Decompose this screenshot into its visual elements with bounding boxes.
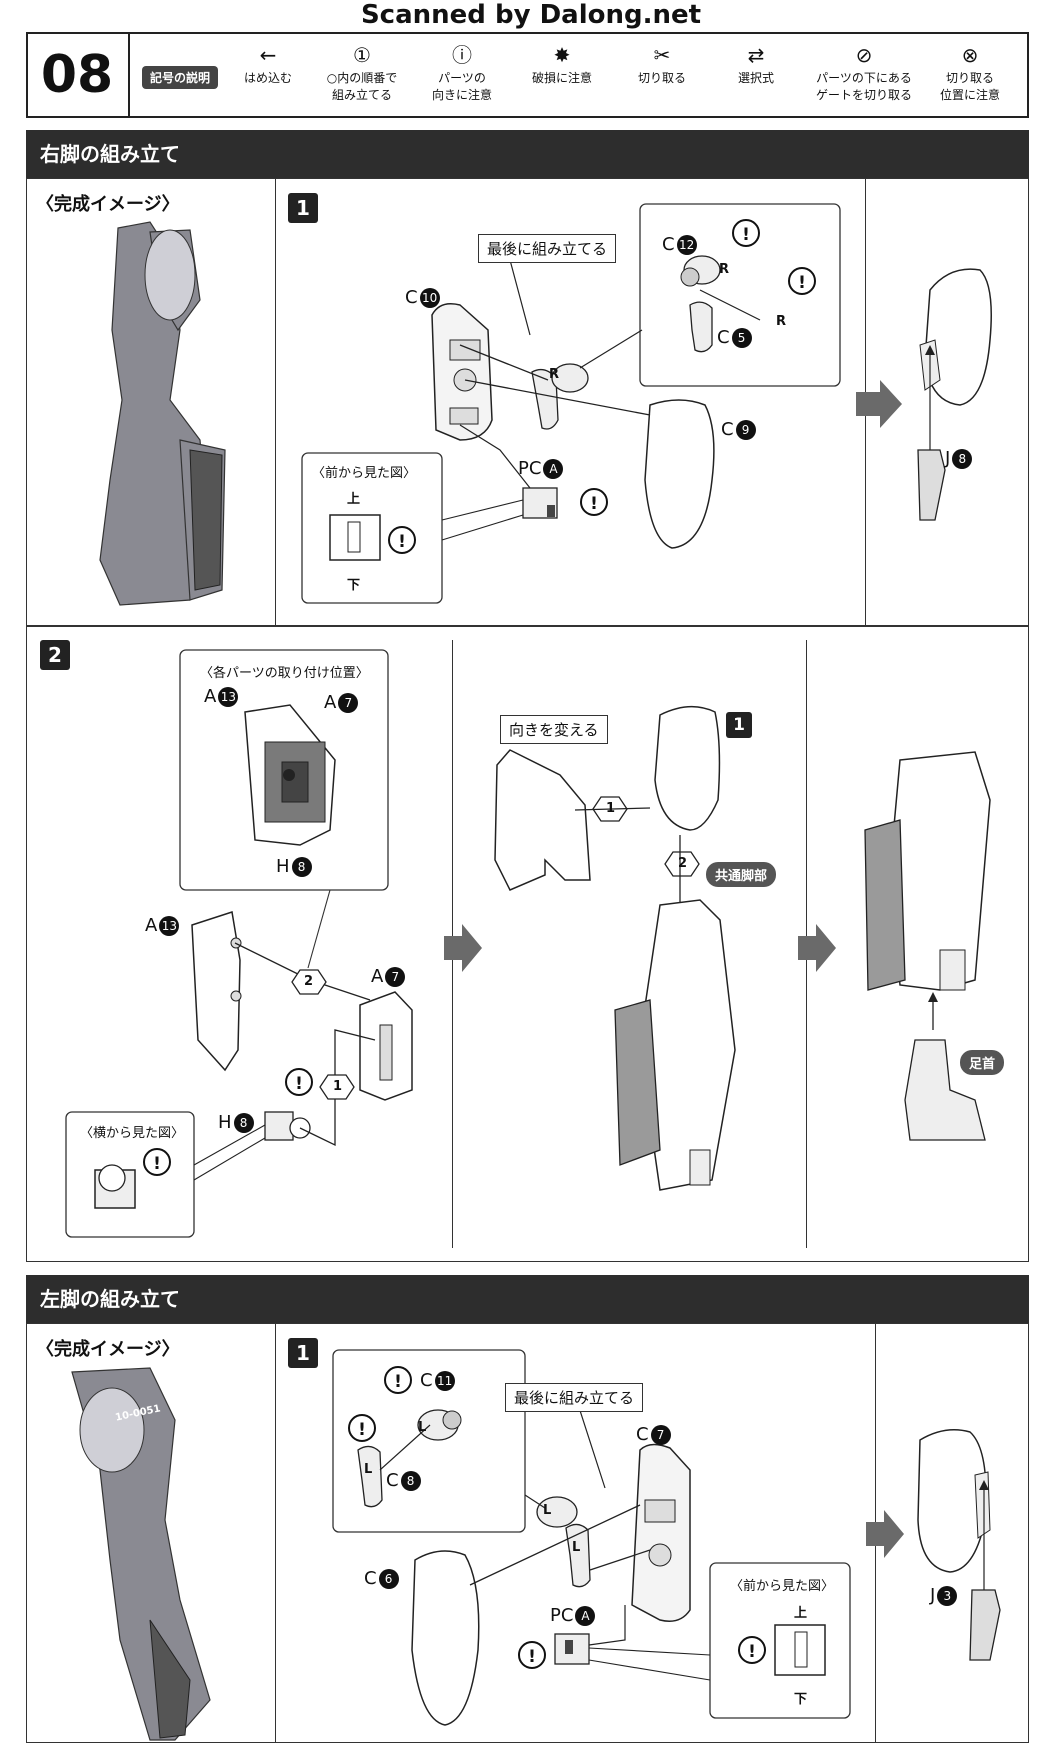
svg-text:!: !	[528, 1647, 536, 1667]
svg-text:!: !	[798, 273, 806, 293]
step-badge: 1	[288, 193, 318, 223]
legend-item-orientation: ⓘ パーツの 向きに注意	[412, 40, 512, 104]
callout-turn-around: 向きを変える	[500, 715, 608, 744]
part-stamp: R	[719, 262, 730, 277]
complete-image-label: 〈完成イメージ〉	[36, 1339, 180, 1360]
svg-text:!: !	[394, 1372, 402, 1392]
svg-text:!: !	[398, 532, 406, 552]
circled-number-icon: ①	[353, 43, 371, 67]
step-ref-badge: 1	[726, 712, 752, 738]
legend-item-cut: ✂ 切り取る	[612, 40, 712, 87]
svg-text:!: !	[590, 494, 598, 514]
legend-title: 記号の説明	[142, 66, 219, 89]
callout-assemble-last: 最後に組み立てる	[478, 234, 617, 263]
front-view-bottom: 下	[347, 578, 361, 593]
front-view-title: 〈前から見た図〉	[730, 1579, 835, 1594]
order-number: 1	[333, 1079, 343, 1094]
order-number: 1	[606, 801, 616, 816]
legend-item-gate: ⊘ パーツの下にある ゲートを切り取る	[805, 40, 923, 104]
order-number: 2	[304, 974, 314, 989]
positions-title: 〈各パーツの取り付け位置〉	[200, 666, 369, 681]
legend-item-cut-position: ⊗ 切り取る 位置に注意	[920, 40, 1020, 104]
svg-text:!: !	[748, 1642, 756, 1662]
svg-text:!: !	[358, 1420, 366, 1440]
front-view-top: 上	[794, 1606, 808, 1621]
part-stamp: L	[543, 1503, 552, 1518]
legend-item-breakage: ✸ 破損に注意	[512, 40, 612, 87]
divider	[275, 1323, 276, 1743]
divider	[275, 178, 276, 626]
legend-bar	[26, 32, 1029, 118]
front-view-bottom: 下	[794, 1692, 808, 1707]
part-stamp: R	[776, 314, 787, 329]
select-arrows-icon: ⇄	[747, 43, 765, 67]
svg-text:!: !	[742, 225, 750, 245]
right-step1-panel	[26, 178, 1029, 626]
tag-ankle: 足首	[960, 1050, 1005, 1075]
scan-credit: Scanned by Dalong.net	[360, 0, 702, 30]
right-step2-panel	[26, 626, 1029, 1262]
part-stamp: L	[572, 1540, 581, 1555]
front-view-top: 上	[347, 492, 361, 507]
step-number: 08	[26, 32, 130, 118]
cutter-icon: ✂	[653, 43, 671, 67]
legend-item-order: ① ○内の順番で 組み立てる	[312, 40, 412, 104]
section-header-right-leg: 右脚の組み立て	[26, 130, 1029, 178]
exclamation-icon: ⓘ	[452, 43, 472, 67]
order-number: 2	[678, 856, 688, 871]
legend-item-select: ⇄ 選択式	[706, 40, 806, 87]
legend-item-snap: ← はめ込む	[218, 40, 318, 87]
gate-cut-icon: ⊘	[855, 43, 873, 67]
cut-position-icon: ⊗	[961, 43, 979, 67]
part-stamp: L	[364, 1462, 373, 1477]
arrow-left-icon: ←	[259, 43, 277, 67]
step-badge: 1	[288, 1338, 318, 1368]
part-stamp: R	[549, 367, 560, 382]
tag-common-leg: 共通脚部	[706, 862, 777, 887]
svg-text:!: !	[295, 1074, 303, 1094]
breakage-icon: ✸	[553, 43, 571, 67]
complete-image-label: 〈完成イメージ〉	[36, 194, 180, 215]
step-badge: 2	[40, 640, 70, 670]
svg-text:!: !	[153, 1154, 161, 1174]
section-header-left-leg: 左脚の組み立て	[26, 1275, 1029, 1323]
left-step1-panel	[26, 1323, 1029, 1743]
callout-assemble-last: 最後に組み立てる	[505, 1383, 644, 1412]
front-view-title: 〈前から見た図〉	[312, 466, 417, 481]
side-view-title: 〈横から見た図〉	[80, 1126, 185, 1141]
part-stamp: L	[418, 1420, 427, 1435]
